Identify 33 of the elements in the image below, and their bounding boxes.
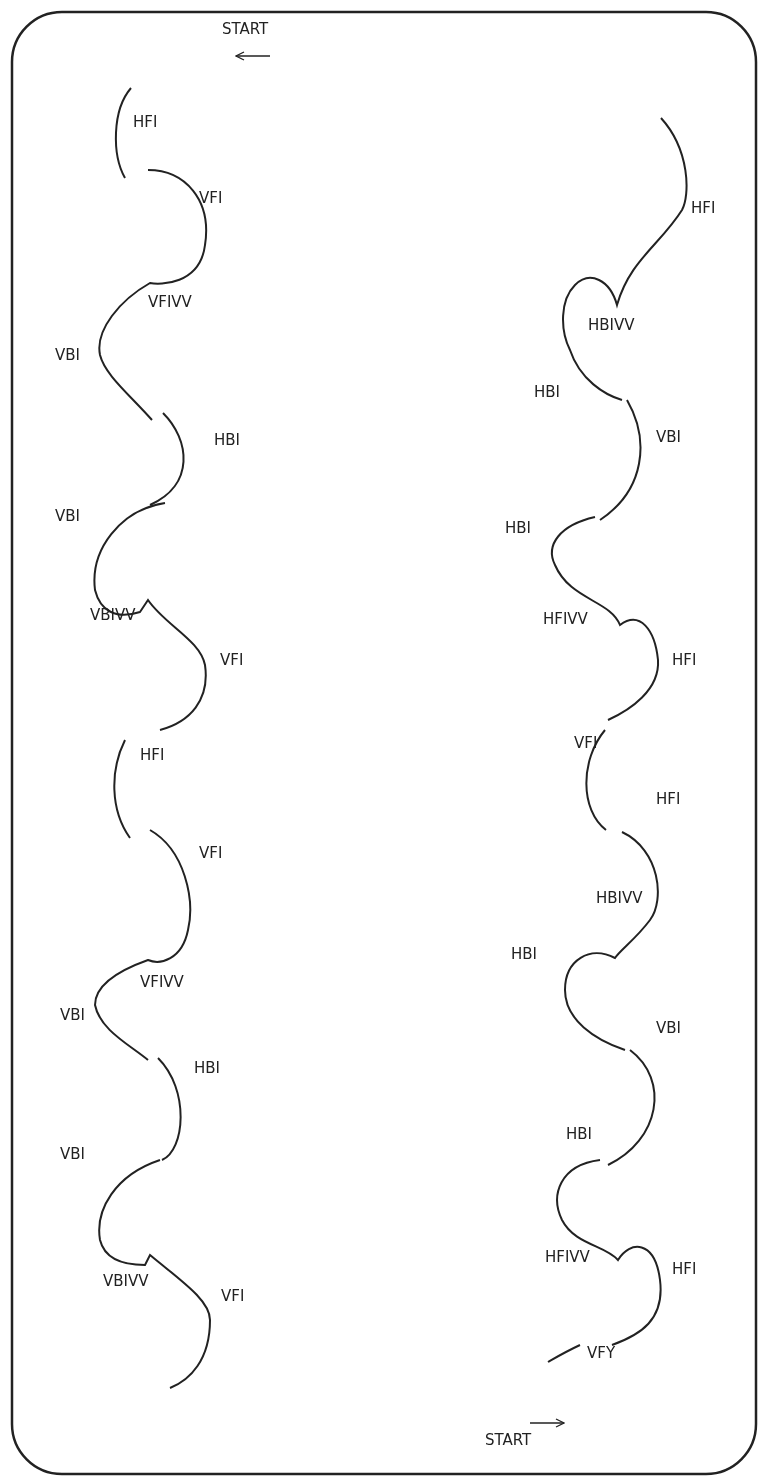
edge-code-label: HBI — [511, 947, 537, 962]
edge-code-label: VFIVV — [148, 295, 192, 310]
edge-code-label: HBI — [534, 385, 560, 400]
edge-code-label: VFI — [220, 653, 244, 668]
edge-code-label: VBI — [60, 1008, 85, 1023]
edge-code-label: VFIVV — [140, 975, 184, 990]
edge-code-label: HFI — [672, 653, 697, 668]
edge-code-label: VFI — [221, 1289, 245, 1304]
edge-code-label: HFI — [672, 1262, 697, 1277]
edge-code-label: HBI — [194, 1061, 220, 1076]
edge-code-label: VBI — [656, 430, 681, 445]
edge-code-label: HFI — [691, 201, 716, 216]
edge-code-label: HFI — [140, 748, 165, 763]
edge-code-label: HBI — [214, 433, 240, 448]
edge-code-label: VBI — [55, 509, 80, 524]
edge-code-label: VBI — [55, 348, 80, 363]
start-label: START — [485, 1433, 532, 1448]
edge-code-label: VFY — [587, 1346, 616, 1361]
edge-code-label: HBIVV — [596, 891, 643, 906]
edge-code-label: HBI — [505, 521, 531, 536]
start-label: START — [222, 22, 269, 37]
edge-code-label: HBI — [566, 1127, 592, 1142]
edge-code-label: HFI — [133, 115, 158, 130]
edge-code-label: VFI — [574, 736, 598, 751]
edge-code-label: VBIVV — [103, 1274, 149, 1289]
edge-code-label: VBI — [656, 1021, 681, 1036]
edge-code-label: HFI — [656, 792, 681, 807]
edge-code-label: HFIVV — [543, 612, 588, 627]
edge-code-label: VBI — [60, 1147, 85, 1162]
edge-code-label: HBIVV — [588, 318, 635, 333]
edge-code-label: HFIVV — [545, 1250, 590, 1265]
edge-code-label: VFI — [199, 846, 223, 861]
edge-code-label: VFI — [199, 191, 223, 206]
